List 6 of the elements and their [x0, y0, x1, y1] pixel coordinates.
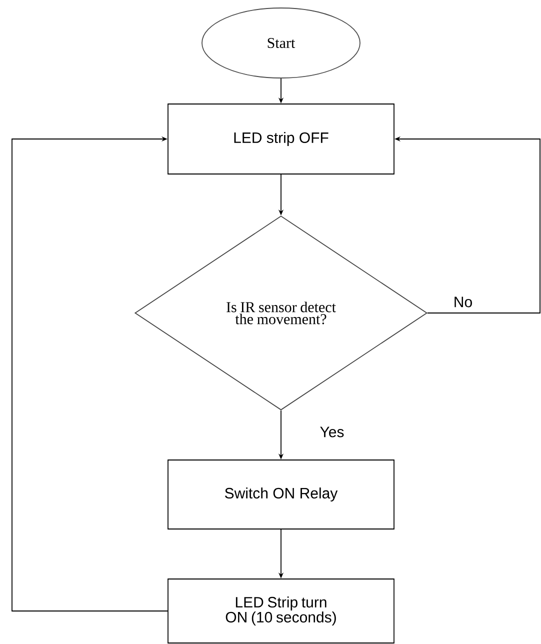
edge-label: Yes — [318, 426, 346, 438]
arrow — [12, 136, 168, 612]
process-box: LED Strip turn ON (10 seconds) — [168, 578, 394, 644]
process-box: LED strip OFF — [168, 104, 394, 174]
process-box: Switch ON Relay — [168, 460, 394, 530]
edge-label: No — [452, 296, 474, 308]
